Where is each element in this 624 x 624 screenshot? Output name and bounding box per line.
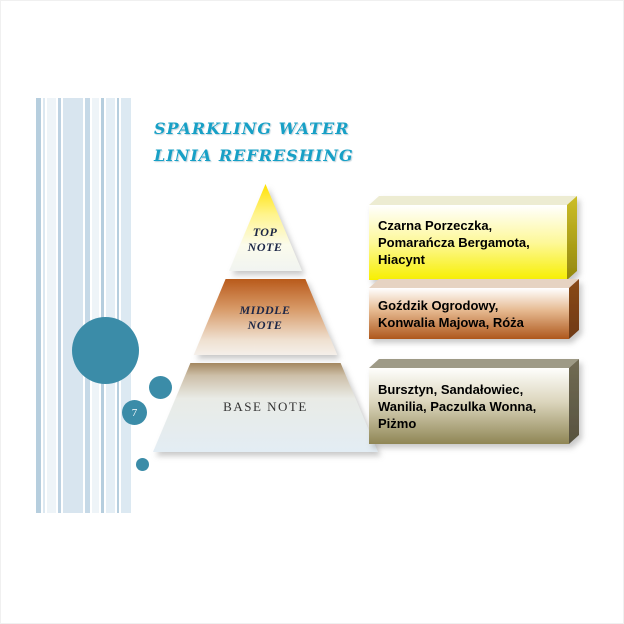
stripe — [58, 98, 61, 513]
note-line: Hiacynt — [378, 252, 425, 267]
page-number-badge: 7 — [122, 400, 147, 425]
note-line: Wanilia, Paczulka Wonna, — [378, 398, 537, 414]
note-box-base — [369, 359, 579, 444]
slide-title: SPARKLING WATER LINIA REFRESHING — [154, 115, 354, 169]
pyramid-label-top-note: TOP NOTE — [215, 225, 315, 255]
middle-note-ingredients: Goździk Ogrodowy, Konwalia Majowa, Róża — [369, 288, 569, 339]
stripe — [101, 98, 104, 513]
note-box-top — [369, 196, 577, 280]
note-line: Czarna Porzeczka, — [378, 218, 493, 233]
decorative-circle-small — [136, 458, 149, 471]
top-note-line2: NOTE — [247, 240, 283, 254]
stripe — [106, 98, 115, 513]
left-decoration-stripes — [36, 98, 131, 513]
note-line: Bursztyn, Sandałowiec, — [378, 381, 524, 397]
stripe — [63, 98, 83, 513]
pyramid-middle-segment — [193, 279, 338, 355]
stripe — [117, 98, 119, 513]
slide-title-line1: SPARKLING WATER — [154, 119, 350, 138]
pyramid-label-middle-note: MIDDLE NOTE — [215, 303, 315, 333]
note-box-middle — [369, 279, 579, 339]
middle-note-line1: MIDDLE — [239, 303, 291, 317]
stripe — [43, 98, 45, 513]
decorative-circle-large — [72, 317, 139, 384]
note-line: Pomarańcza Bergamota, — [378, 235, 530, 250]
pyramid-base-segment — [153, 363, 378, 452]
stripe — [92, 98, 99, 513]
stripe — [47, 98, 56, 513]
base-note-ingredients: Bursztyn, Sandałowiec, Wanilia, Paczulka… — [369, 368, 569, 444]
middle-note-line2: NOTE — [247, 318, 283, 332]
stripe — [36, 98, 41, 513]
pyramid-top-segment — [229, 184, 302, 271]
page-number: 7 — [131, 406, 138, 419]
note-line: Piżmo — [378, 415, 417, 431]
decorative-circle-medium — [149, 376, 172, 399]
stripe — [85, 98, 90, 513]
note-line: Goździk Ogrodowy, — [378, 297, 499, 313]
slide-title-line2: LINIA REFRESHING — [154, 146, 354, 165]
stripe — [121, 98, 131, 513]
top-note-line1: TOP — [252, 225, 278, 239]
pyramid-label-base-note: BASE NOTE — [223, 399, 308, 414]
top-note-ingredients: Czarna Porzeczka, Pomarańcza Bergamota, … — [369, 205, 567, 280]
note-line: Konwalia Majowa, Róża — [378, 314, 524, 330]
